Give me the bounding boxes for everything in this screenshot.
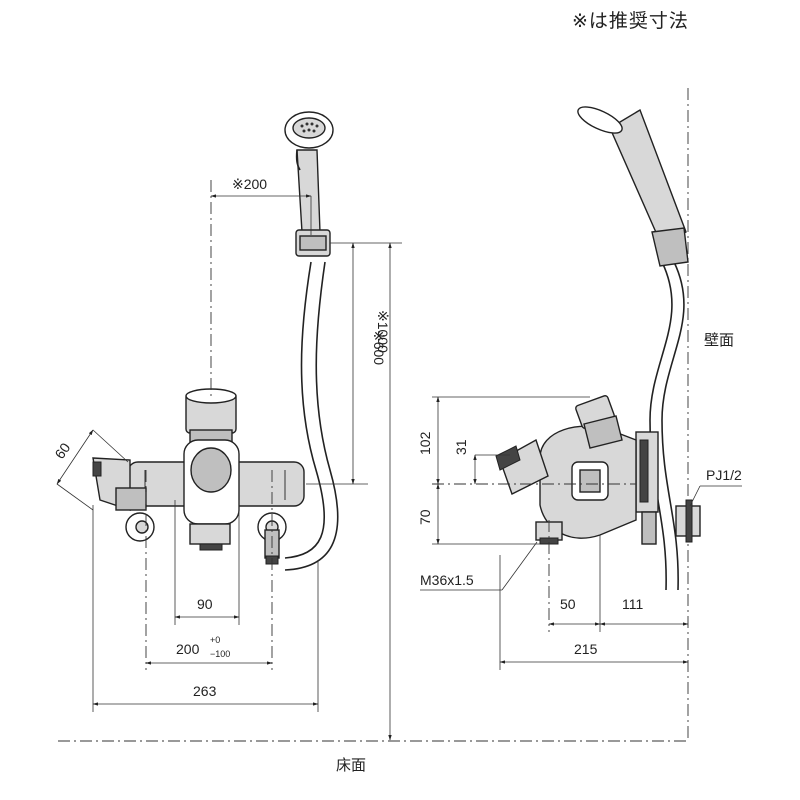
dim-head-height-label: ※1000 — [375, 310, 391, 353]
shower-hose-inner — [284, 261, 339, 571]
dim-hook-height-label: ※600 — [371, 330, 387, 365]
side-hose — [649, 261, 673, 591]
right-elbow — [257, 512, 287, 565]
shower-head — [284, 111, 334, 233]
left-elbow — [92, 457, 155, 542]
dim-215-label: 215 — [574, 641, 598, 657]
side-valve-knob — [495, 438, 549, 495]
dim-overall-width-label: 263 — [193, 683, 217, 699]
pipe-thread-label: PJ1/2 — [706, 467, 742, 483]
side-top-knob — [575, 395, 623, 449]
side-shower-head — [577, 106, 689, 267]
wall-label: 壁面 — [704, 331, 734, 349]
dim-111-label: 111 — [622, 596, 643, 612]
side-wall-bracket — [635, 431, 659, 545]
dim-50-label: 50 — [560, 596, 576, 612]
side-pipe-fitting — [675, 499, 701, 543]
dim-center-90-label: 90 — [197, 596, 213, 612]
front-view: ※200 ※600 ※1000 60 90 200 +0 −100 263 — [51, 111, 402, 741]
side-view: 102 31 70 M36x1.5 PJ1/2 50 111 215 — [417, 106, 742, 670]
floor-label: 床面 — [336, 756, 366, 774]
dim-pitch-tol-minus: −100 — [210, 649, 230, 659]
dim-head-offset-label: ※200 — [232, 176, 267, 192]
recommended-dimension-note: ※は推奨寸法 — [572, 10, 689, 32]
front-body — [127, 439, 305, 551]
dim-70-label: 70 — [417, 509, 433, 525]
hose-hook — [295, 229, 331, 257]
dim-body-depth-label: 60 — [51, 440, 73, 462]
side-body — [539, 425, 637, 539]
dim-pitch-label: 200 — [176, 641, 200, 657]
dim-31-label: 31 — [453, 439, 469, 455]
dim-pitch-tol-plus: +0 — [210, 635, 220, 645]
nut-thread-label: M36x1.5 — [420, 572, 474, 588]
top-knob — [185, 388, 237, 443]
dim-102-label: 102 — [417, 431, 433, 455]
shower-hose — [284, 261, 325, 559]
